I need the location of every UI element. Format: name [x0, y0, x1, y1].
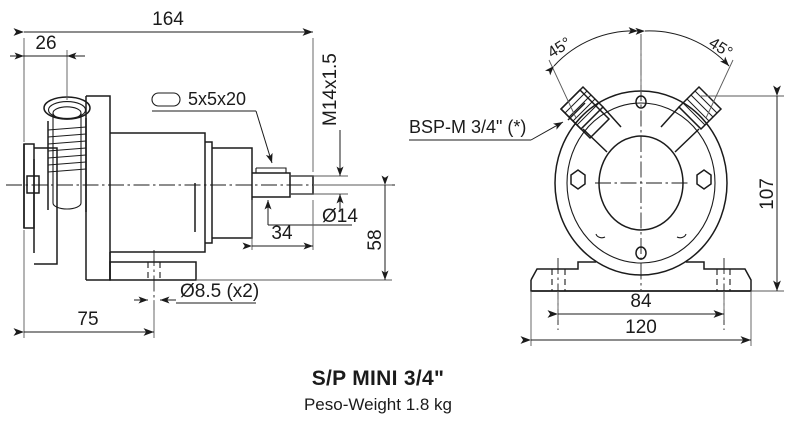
- side-elevation-view: 164 26 5x5x20 M14x1.5: [6, 9, 395, 338]
- port-neck-right: [660, 106, 700, 153]
- drain-notch-right: [676, 233, 687, 239]
- pump-body-circular: [554, 90, 728, 276]
- note-port-thread-bsp: BSP-M 3/4" (*): [409, 117, 564, 141]
- discharge-port-left: [559, 85, 622, 153]
- key-symbol-icon: [151, 92, 181, 107]
- caption-title: S/P MINI 3/4": [312, 367, 445, 390]
- port-thread-block-right: [677, 85, 723, 131]
- note-label-key: 5x5x20: [188, 89, 246, 109]
- dim-label-107: 107: [757, 178, 778, 210]
- drawing-caption: S/P MINI 3/4" Peso-Weight 1.8 kg: [304, 367, 452, 414]
- mounting-base-front: [530, 258, 752, 330]
- body-inner-circle: [566, 102, 716, 264]
- port-mouth-outer: [43, 96, 91, 120]
- dim-shaft-diameter-14: Ø14: [264, 200, 358, 227]
- dim-label-M14x1.5: M14x1.5: [320, 53, 341, 126]
- vent-hole-bottom: [635, 246, 647, 260]
- hex-bolt-left: [570, 169, 586, 190]
- dim-label-45-left: 45°: [545, 35, 575, 62]
- port-thread-lines: [47, 126, 87, 173]
- rear-bracket: [33, 147, 58, 265]
- port-thread-block-left: [559, 85, 605, 131]
- dim-label-164: 164: [152, 9, 184, 30]
- port-thread-lines-left: [564, 90, 604, 130]
- vent-hole-top: [635, 95, 647, 109]
- motor-housing: [110, 132, 213, 253]
- dim-base-holes-8.5: Ø8.5 (x2): [134, 281, 259, 304]
- bearing-carrier: [194, 147, 253, 239]
- discharge-port-right: [660, 85, 723, 153]
- dim-label-d14: Ø14: [322, 206, 358, 227]
- dim-inlet-offset-26: 26: [10, 33, 85, 100]
- dim-label-75: 75: [77, 309, 98, 330]
- caption-subtitle: Peso-Weight 1.8 kg: [304, 395, 452, 414]
- dim-body-height-107: 107: [700, 85, 784, 292]
- dim-label-d8.5: Ø8.5 (x2): [180, 281, 259, 302]
- angle-arc-right: [635, 27, 730, 67]
- note-label-bsp: BSP-M 3/4" (*): [409, 117, 526, 137]
- dim-base-width-120: 120: [520, 291, 752, 346]
- dim-shaft-thread-M14x1.5: M14x1.5: [290, 53, 348, 212]
- rear-end-cap: [23, 143, 40, 229]
- dim-label-26: 26: [35, 33, 56, 54]
- port-thread-lines-right: [678, 90, 718, 130]
- drive-shaft: [252, 167, 314, 198]
- angle-arc-left: [545, 27, 639, 76]
- dim-shaft-length-34: 34: [242, 200, 314, 250]
- dim-centre-height-58: 58: [196, 175, 392, 281]
- dim-label-45-right: 45°: [706, 35, 736, 62]
- body-centre-bore: [598, 135, 684, 231]
- front-elevation-view: BSP-M 3/4" (*) 45° 45° 107: [409, 27, 784, 346]
- note-key-5x5x20: 5x5x20: [151, 89, 273, 164]
- suction-port-boss: [43, 96, 91, 212]
- dim-overall-length-164: 164: [13, 9, 314, 172]
- port-neck-left: [582, 106, 622, 153]
- dim-label-58: 58: [365, 229, 386, 250]
- dim-label-84: 84: [630, 291, 652, 312]
- pump-housing-flange: [85, 95, 111, 281]
- dim-foot-spacing-84: 84: [547, 291, 725, 320]
- hex-bolt-right: [696, 169, 712, 190]
- dim-label-120: 120: [625, 317, 657, 338]
- drain-notch-left: [595, 233, 606, 239]
- dim-base-offset-75: 75: [13, 230, 155, 338]
- dim-label-34: 34: [271, 223, 293, 244]
